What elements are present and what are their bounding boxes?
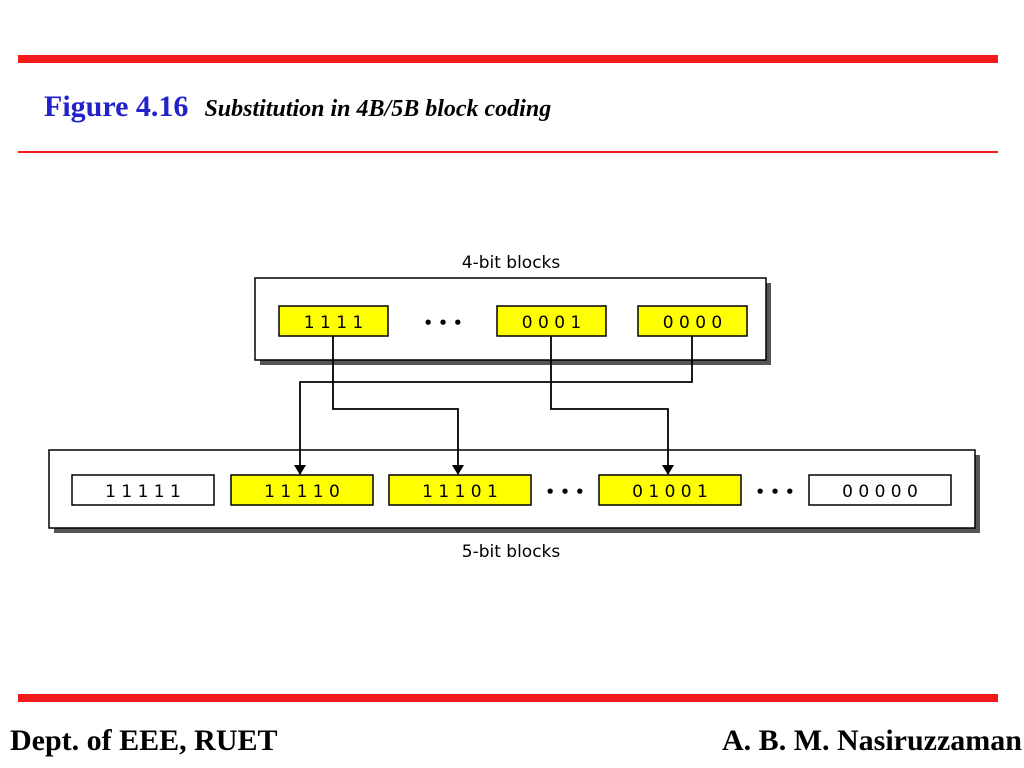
five-bit-block-text: 1 1 1 1 1 — [105, 482, 181, 502]
four-bit-block-text: 0 0 0 0 — [663, 313, 722, 333]
arrow-0000-to-11110 — [294, 336, 693, 475]
title-underline-rule — [18, 151, 998, 153]
four-bit-blocks-label: 4-bit blocks — [462, 253, 561, 273]
bottom-red-rule — [18, 694, 998, 702]
five-bit-block-text: 0 0 0 0 0 — [842, 482, 918, 502]
five-bit-blocks-label: 5-bit blocks — [462, 542, 561, 562]
five-bit-block-text: 1 1 1 1 0 — [264, 482, 340, 502]
arrow-1111-to-11101 — [332, 336, 464, 475]
four-bit-block-0001 — [496, 305, 607, 337]
bottom-ellipsis: • • • — [545, 483, 584, 501]
four-bit-block-0000 — [637, 305, 748, 337]
five-bit-block-text: 1 1 1 0 1 — [422, 482, 498, 502]
footer-department: Dept. of EEE, RUET — [10, 724, 278, 757]
top-red-rule — [18, 55, 998, 63]
four-bit-block-text: 1 1 1 1 — [304, 313, 363, 333]
figure-number: Figure 4.16 — [44, 90, 189, 123]
bottom-ellipsis: • • • — [755, 483, 794, 501]
slide-title: Figure 4.16 Substitution in 4B/5B block … — [44, 90, 551, 124]
figure-caption: Substitution in 4B/5B block coding — [204, 96, 552, 122]
four-bit-block-text: 0 0 0 1 — [522, 313, 581, 333]
five-bit-block-text: 0 1 0 0 1 — [632, 482, 708, 502]
five-bit-block-11110 — [230, 474, 374, 506]
top-ellipsis: • • • — [423, 314, 462, 332]
footer-author: A. B. M. Nasiruzzaman — [722, 724, 1022, 757]
five-bit-block-11111 — [71, 474, 215, 506]
arrow-0001-to-01001 — [550, 336, 674, 475]
five-bit-block-00000 — [808, 474, 952, 506]
five-bit-block-01001 — [598, 474, 742, 506]
five-bit-block-11101 — [388, 474, 532, 506]
